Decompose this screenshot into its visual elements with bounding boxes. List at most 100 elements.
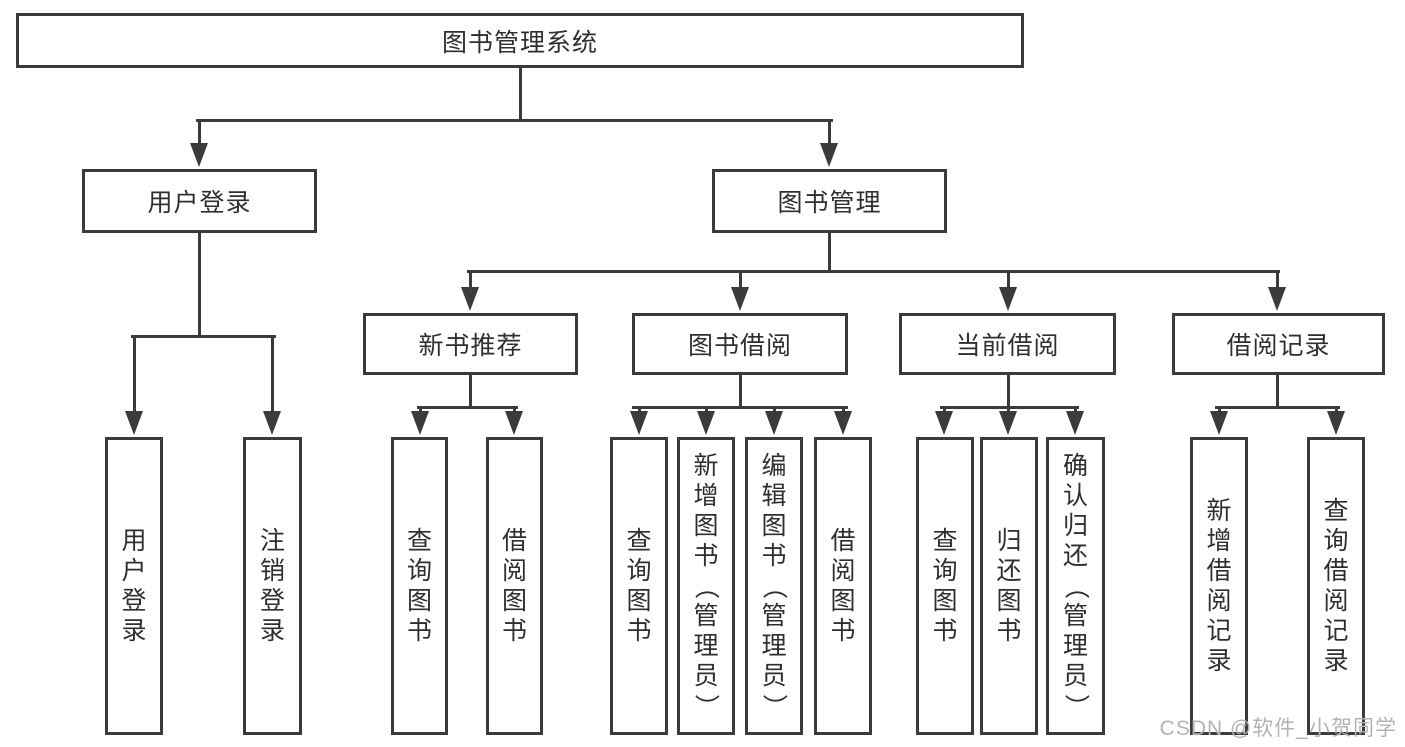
vertical-char: 阅 <box>1323 586 1349 615</box>
vertical-char: 还 <box>1062 541 1088 570</box>
vertical-char: 查 <box>626 526 652 555</box>
leaf-user-login: 用户登录 <box>105 437 163 735</box>
arrow-down-icon <box>630 411 648 435</box>
vertical-char: ） <box>1061 693 1090 719</box>
connector-vline <box>468 375 472 409</box>
connector-hline <box>195 118 833 122</box>
leaf-confirm-return-admin-label: 确认归还（管理员） <box>1061 451 1090 719</box>
arrow-down-icon <box>461 287 479 311</box>
vertical-char: 询 <box>1323 526 1349 555</box>
node-borrow-records: 借阅记录 <box>1172 313 1385 375</box>
vertical-char: 登 <box>259 586 285 615</box>
leaf-query-books-current: 查询图书 <box>916 437 974 735</box>
arrow-down-icon <box>1210 411 1228 435</box>
leaf-query-books-recommend: 查询图书 <box>391 437 448 735</box>
leaf-add-books-admin: 新增图书（管理员） <box>677 437 735 735</box>
arrow-down-icon <box>263 411 281 435</box>
vertical-char: 查 <box>932 526 958 555</box>
vertical-char: 理 <box>1062 631 1088 660</box>
leaf-query-books-borrow: 查询图书 <box>610 437 668 735</box>
leaf-borrow-books-label: 借阅图书 <box>830 526 856 644</box>
node-new-book-recommend-label: 新书推荐 <box>418 332 523 360</box>
vertical-char: 增 <box>1206 526 1232 555</box>
connector-hline <box>1214 405 1340 409</box>
vertical-char: 图 <box>932 586 958 615</box>
vertical-char: 户 <box>121 556 147 585</box>
vertical-char: 阅 <box>1206 586 1232 615</box>
vertical-char: 图 <box>761 511 787 540</box>
arrow-down-icon <box>1327 411 1345 435</box>
arrow-down-icon <box>731 287 749 311</box>
vertical-char: 书 <box>406 616 432 645</box>
connector-vline <box>197 233 201 337</box>
arrow-down-icon <box>935 411 953 435</box>
arrow-down-icon <box>697 411 715 435</box>
leaf-add-books-admin-label: 新增图书（管理员） <box>692 453 721 719</box>
vertical-char: 员 <box>693 661 719 690</box>
vertical-char: 录 <box>1323 646 1349 675</box>
vertical-char: 理 <box>693 631 719 660</box>
arrow-stem <box>738 271 742 291</box>
vertical-char: 借 <box>830 526 856 555</box>
vertical-char: 查 <box>1323 496 1349 525</box>
leaf-add-borrow-record-label: 新增借阅记录 <box>1206 496 1232 675</box>
vertical-char: 新 <box>1206 496 1232 525</box>
arrow-stem <box>468 271 472 291</box>
vertical-char: 书 <box>932 616 958 645</box>
vertical-char: （ <box>692 573 721 599</box>
vertical-char: 确 <box>1062 451 1088 480</box>
vertical-char: 辑 <box>761 481 787 510</box>
connector-vline <box>738 375 742 409</box>
arrow-down-icon <box>411 411 429 435</box>
leaf-query-books-recommend-label: 查询图书 <box>406 528 432 645</box>
vertical-char: 图 <box>501 586 527 615</box>
vertical-char: 归 <box>1062 511 1088 540</box>
node-new-book-recommend: 新书推荐 <box>363 313 578 375</box>
arrow-down-icon <box>125 411 143 435</box>
vertical-char: 书 <box>761 541 787 570</box>
vertical-char: 管 <box>1062 601 1088 630</box>
connector-hline <box>416 405 518 409</box>
leaf-query-books-current-label: 查询图书 <box>932 526 958 645</box>
vertical-char: （ <box>1061 573 1090 599</box>
leaf-logout: 注销登录 <box>243 437 302 735</box>
vertical-char: 书 <box>501 616 527 645</box>
vertical-char: 图 <box>693 511 719 540</box>
vertical-char: 借 <box>501 526 527 555</box>
arrow-down-icon <box>999 287 1017 311</box>
vertical-char: ） <box>692 693 721 719</box>
node-current-borrow-label: 当前借阅 <box>955 332 1060 360</box>
vertical-char: 管 <box>761 601 787 630</box>
vertical-char: ） <box>760 693 789 719</box>
connector-hline <box>631 405 848 409</box>
vertical-char: 阅 <box>830 556 856 585</box>
node-root-label: 图书管理系统 <box>441 28 598 57</box>
vertical-char: 编 <box>761 451 787 480</box>
vertical-char: 录 <box>121 616 147 645</box>
leaf-query-books-borrow-label: 查询图书 <box>626 526 652 644</box>
leaf-return-books-label: 归还图书 <box>996 528 1021 644</box>
arrow-down-icon <box>820 143 838 167</box>
vertical-char: 理 <box>761 631 787 660</box>
vertical-char: 书 <box>693 541 719 570</box>
arrow-down-icon <box>834 411 852 435</box>
connector-vline <box>518 68 522 121</box>
connector-vline <box>827 233 831 273</box>
vertical-char: 录 <box>259 616 285 645</box>
vertical-char: 询 <box>626 556 652 585</box>
vertical-char: 增 <box>693 481 719 510</box>
arrow-stem <box>1006 271 1010 291</box>
vertical-char: 登 <box>121 586 147 615</box>
vertical-char: 图 <box>626 586 652 615</box>
arrow-stem <box>827 120 831 147</box>
arrow-down-icon <box>190 143 208 167</box>
leaf-borrow-books: 借阅图书 <box>814 437 872 735</box>
vertical-char: 员 <box>1062 661 1088 690</box>
vertical-char: 图 <box>406 586 432 615</box>
vertical-char: 录 <box>1206 646 1232 675</box>
vertical-char: 询 <box>932 556 958 585</box>
leaf-user-login-label: 用户登录 <box>121 528 147 645</box>
leaf-query-borrow-record: 查询借阅记录 <box>1307 437 1365 735</box>
leaf-logout-label: 注销登录 <box>259 528 285 645</box>
csdn-watermark: CSDN @软件_小贺同学 <box>1159 717 1397 740</box>
